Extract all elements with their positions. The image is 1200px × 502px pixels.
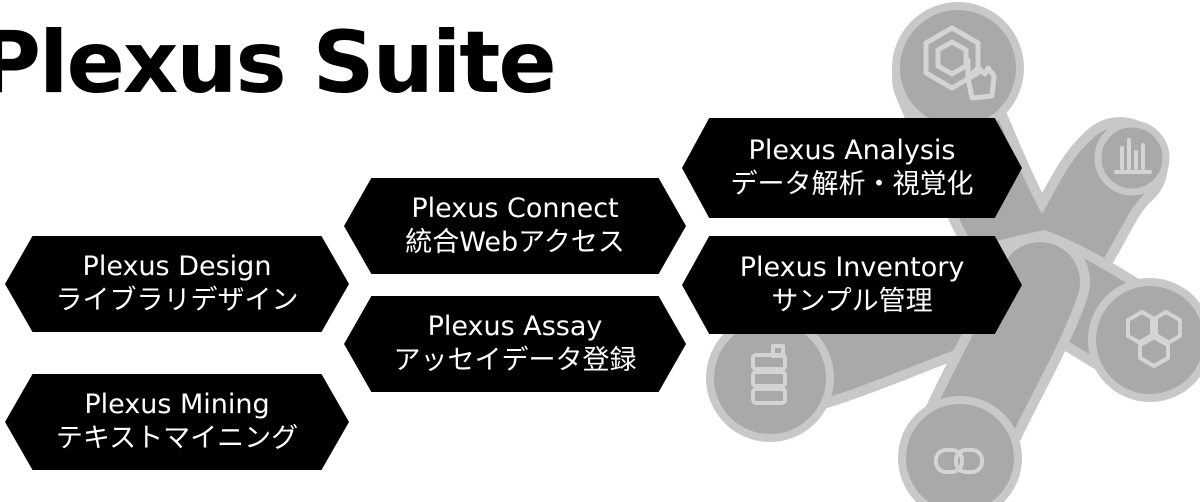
module-name: Plexus Inventory xyxy=(739,252,965,283)
network-node-right-upper xyxy=(1094,120,1170,196)
hexagon-touch-icon xyxy=(923,25,997,101)
module-name: Plexus Assay xyxy=(427,311,603,342)
module-label-design: Plexus Design ライブラリデザイン xyxy=(5,236,349,332)
network-nodes xyxy=(706,2,1200,502)
module-name: Plexus Design xyxy=(82,251,272,282)
module-label-mining: Plexus Mining テキストマイニング xyxy=(5,374,349,470)
module-subtitle: テキストマイニング xyxy=(55,423,299,454)
chain-link-icon xyxy=(934,448,984,474)
page-title: Plexus Suite xyxy=(0,13,557,113)
module-subtitle: アッセイデータ登録 xyxy=(393,345,637,376)
module-label-analysis: Plexus Analysis データ解析・視覚化 xyxy=(682,118,1022,218)
network-node-left xyxy=(706,314,834,442)
hexagon-cluster-icon xyxy=(1126,310,1182,368)
module-subtitle: ライブラリデザイン xyxy=(55,285,299,316)
module-name: Plexus Analysis xyxy=(748,135,956,166)
module-label-assay: Plexus Assay アッセイデータ登録 xyxy=(344,296,686,392)
module-name: Plexus Connect xyxy=(411,193,619,224)
module-label-connect: Plexus Connect 統合Webアクセス xyxy=(344,178,686,274)
module-subtitle: サンプル管理 xyxy=(771,286,933,317)
cube-stack-icon xyxy=(751,344,787,405)
module-subtitle: 統合Webアクセス xyxy=(405,227,625,258)
module-subtitle: データ解析・視覚化 xyxy=(730,169,974,200)
module-label-inventory: Plexus Inventory サンプル管理 xyxy=(682,236,1022,334)
module-name: Plexus Mining xyxy=(84,389,270,420)
bar-chart-icon xyxy=(1114,138,1152,174)
